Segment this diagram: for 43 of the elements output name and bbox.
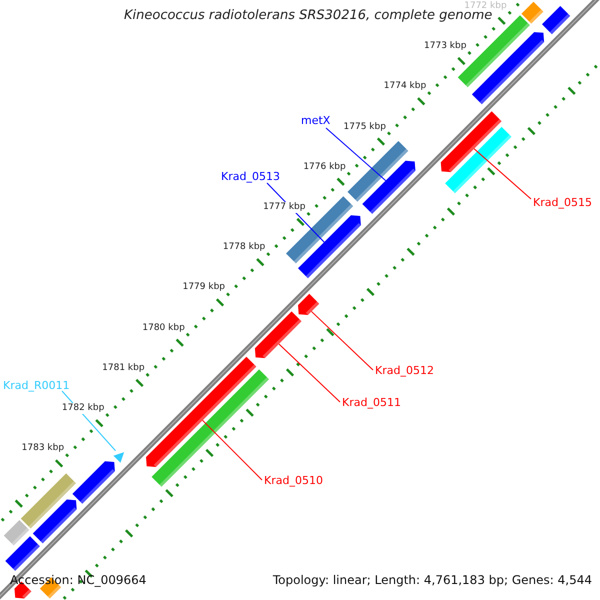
scale-label: 1773 kbp — [424, 41, 466, 52]
scale-label: 1775 kbp — [344, 122, 386, 132]
gene-label: metX — [301, 114, 330, 128]
gene-label: Krad_0511 — [342, 396, 401, 410]
gene-band — [348, 141, 408, 202]
gene-band — [286, 196, 354, 264]
gene-block — [472, 32, 544, 104]
gene-band — [445, 126, 512, 194]
leader-line — [202, 420, 262, 480]
gene-block — [32, 500, 77, 544]
gene-band — [542, 6, 570, 34]
gene-band — [5, 536, 40, 571]
gene-band — [521, 2, 544, 24]
scale-label: 1774 kbp — [384, 81, 426, 92]
gene-block — [362, 160, 416, 214]
gene-block — [146, 356, 256, 467]
scale-label: 1782 kbp — [62, 403, 104, 414]
gene-label: Krad_R0011 — [3, 379, 70, 392]
scale-label: 1780 kbp — [142, 322, 185, 334]
gene-marker — [113, 452, 124, 463]
gene-label: Krad_0515 — [533, 196, 592, 210]
gene-band — [4, 520, 30, 546]
gene-block — [440, 111, 502, 172]
scale-label: 1778 kbp — [222, 242, 266, 254]
gene-block — [298, 294, 320, 315]
gene-band — [20, 473, 76, 528]
leader-line — [326, 128, 386, 182]
gene-block — [72, 461, 115, 504]
scale-label: 1772 kbp — [464, 0, 507, 12]
leader-line — [278, 343, 340, 402]
scale-label: 1776 kbp — [303, 162, 346, 173]
leader-line — [474, 148, 532, 200]
scale-label: 1779 kbp — [182, 282, 226, 294]
gene-block — [298, 215, 361, 278]
gene-label: Krad_0510 — [264, 474, 323, 488]
scale-label: 1777 kbp — [263, 202, 306, 213]
gene-label: Krad_0513 — [221, 170, 280, 184]
gene-block — [254, 311, 302, 358]
gene-label: Krad_0512 — [375, 364, 434, 378]
leader-line — [310, 310, 374, 370]
scale-label: 1781 kbp — [102, 362, 145, 374]
scale-label: 1783 kbp — [22, 443, 64, 454]
info-text: Topology: linear; Length: 4,761,183 bp; Genes: 4,544 — [272, 573, 592, 588]
